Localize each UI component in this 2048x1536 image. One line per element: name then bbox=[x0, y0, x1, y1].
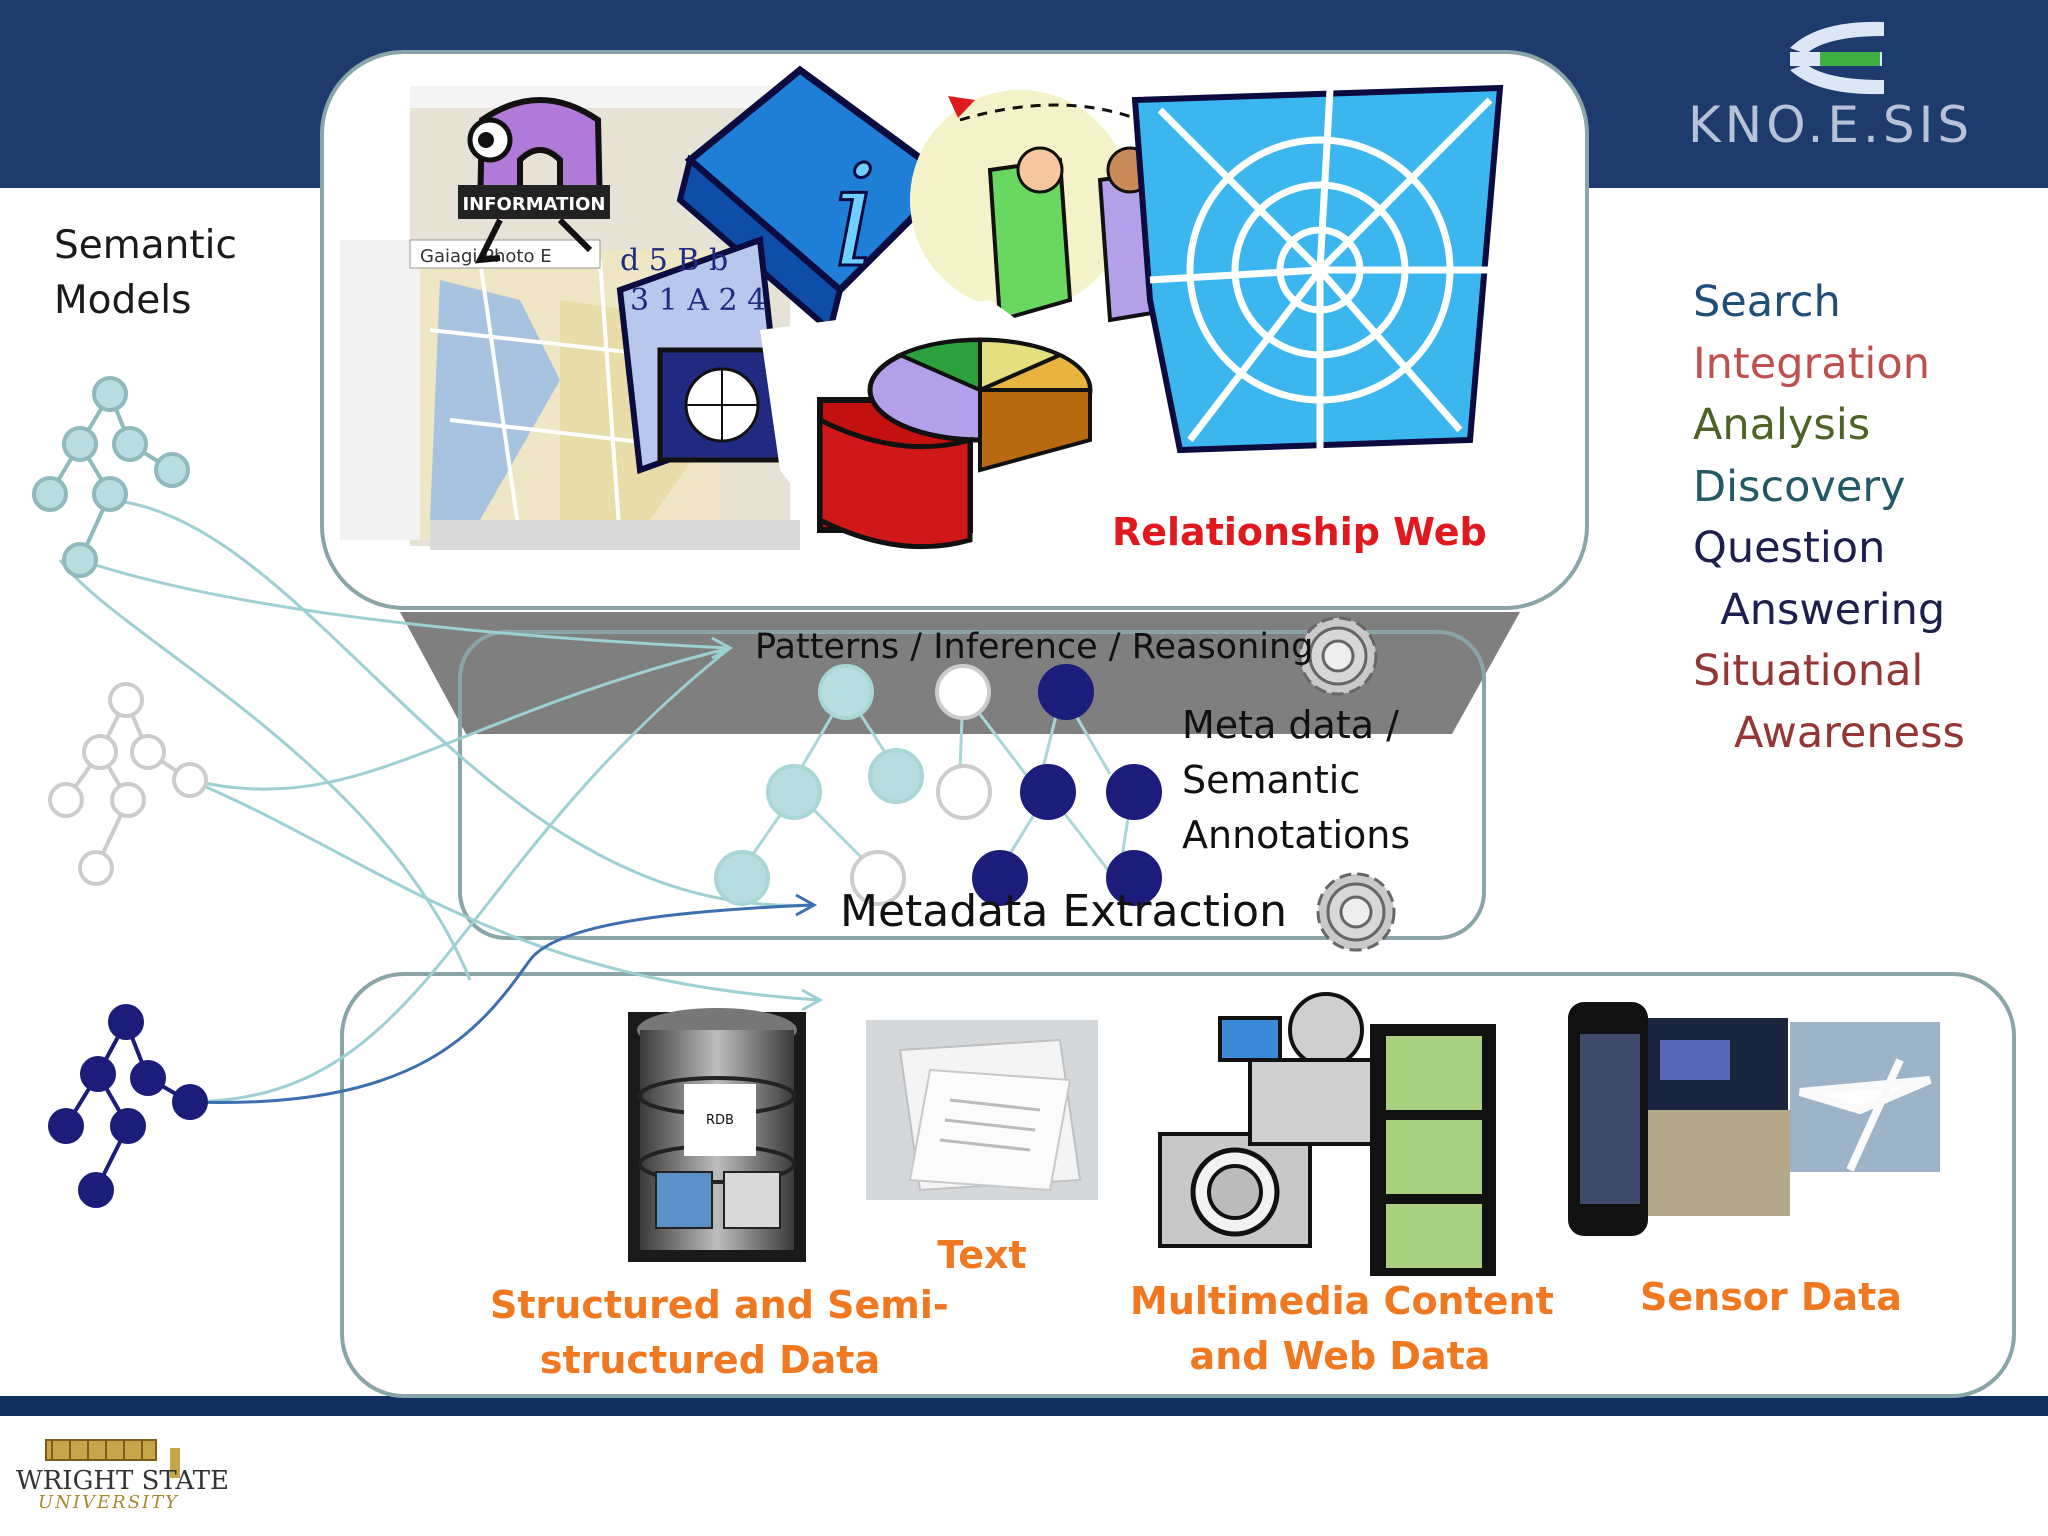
svg-text:i: i bbox=[833, 136, 878, 299]
documents-image bbox=[866, 1020, 1098, 1200]
multimedia-image bbox=[1158, 992, 1496, 1276]
app-integration: Integration bbox=[1693, 338, 1930, 389]
svg-text:INFORMATION: INFORMATION bbox=[462, 194, 605, 215]
model-connectors bbox=[58, 498, 821, 1105]
university-subtitle: UNIVERSITY bbox=[38, 1492, 180, 1513]
annotation-box bbox=[458, 630, 1486, 940]
relationship-web-label: Relationship Web bbox=[1112, 510, 1487, 554]
svg-text:d 5 B b: d 5 B b bbox=[620, 243, 728, 278]
annotation-graph-edges bbox=[740, 691, 1134, 872]
gear-icon bbox=[1316, 872, 1396, 952]
computer-globe-icon: d 5 B b 3 1 A 2 4 bbox=[616, 235, 784, 475]
footer-line bbox=[0, 1396, 2048, 1416]
structured-data-label: Structured and Semi- structured Data bbox=[490, 1283, 949, 1382]
gear-icon bbox=[1298, 616, 1378, 696]
multimedia-data-label: Multimedia Content and Web Data bbox=[1130, 1279, 1554, 1378]
semantic-model-2 bbox=[48, 682, 208, 886]
spider-web-icon bbox=[1131, 84, 1504, 454]
app-analysis: Analysis bbox=[1693, 400, 1871, 450]
sensor-images bbox=[1568, 1002, 1940, 1236]
arrowheads bbox=[711, 636, 824, 1012]
app-search: Search bbox=[1693, 277, 1841, 327]
app-question-answering: Question Answering bbox=[1693, 523, 1946, 635]
patterns-inference-label: Patterns / Inference / Reasoning bbox=[755, 627, 1314, 667]
metadata-extraction-label: Metadata Extraction bbox=[840, 886, 1287, 937]
metadata-annotations-label: Meta data / Semantic Annotations bbox=[1182, 703, 1411, 857]
svg-text:3 1 A 2 4: 3 1 A 2 4 bbox=[630, 283, 766, 318]
semantic-model-1 bbox=[32, 376, 190, 578]
applications-list: Search Integration Analysis Discovery Qu… bbox=[1693, 272, 1965, 764]
app-discovery: Discovery bbox=[1693, 461, 1906, 512]
semantic-models-label: Semantic Models bbox=[54, 223, 237, 323]
pie-chart-icon bbox=[760, 300, 1100, 560]
knoesis-logo-mark bbox=[1790, 21, 1884, 95]
rdb-label: RDB bbox=[684, 1084, 756, 1156]
characters-clipart bbox=[910, 90, 1172, 323]
information-mascot: INFORMATION bbox=[458, 97, 610, 264]
semantic-model-3 bbox=[48, 1004, 208, 1208]
university-name: WRIGHT STATE bbox=[16, 1466, 230, 1496]
knoesis-logo-text: KNO.E.SIS bbox=[1688, 96, 1974, 154]
annotation-graph-nodes bbox=[714, 664, 1162, 906]
text-data-label: Text bbox=[937, 1233, 1027, 1277]
wsu-logo bbox=[45, 1439, 180, 1478]
sensor-data-label: Sensor Data bbox=[1640, 1275, 1902, 1319]
app-situational-awareness: Situational Awareness bbox=[1693, 646, 1965, 758]
